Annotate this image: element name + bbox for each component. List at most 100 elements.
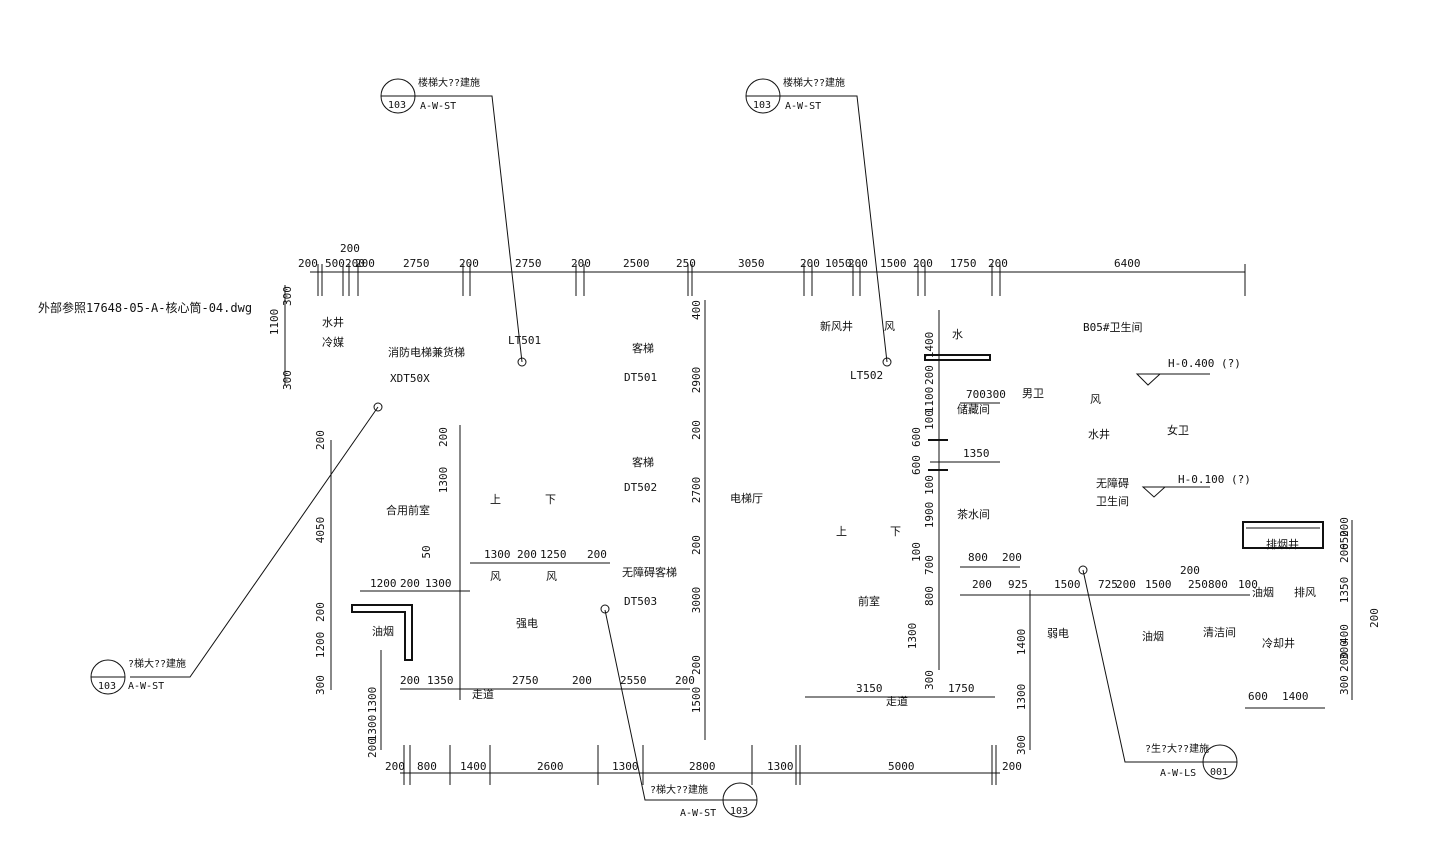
top-dim-16: 1750 xyxy=(950,257,977,270)
leader-line-3 xyxy=(130,406,379,678)
room-wind-2: 风 xyxy=(1090,393,1101,406)
vdim-v200b: 200 xyxy=(314,602,327,622)
top-dim-4: 2750 xyxy=(403,257,430,270)
bottom-dim-8: 200 xyxy=(1002,760,1022,773)
vdim-v200a: 200 xyxy=(314,430,327,450)
dim-hfr1400: 1400 xyxy=(1282,690,1309,703)
room-cleaning: 清洁间 xyxy=(1203,626,1236,639)
section-ref-2-title: 楼梯大??建施 xyxy=(783,76,845,89)
section-ref-1-num: 103 xyxy=(388,100,406,111)
bottom-dim-0: 200 xyxy=(385,760,405,773)
vdim-vr1400b: 1400 xyxy=(1015,629,1028,656)
room-accessible-toilet-1: 无障碍 xyxy=(1096,476,1129,490)
vdim-vr300b: 300 xyxy=(1015,735,1028,755)
section-ref-3-num: 103 xyxy=(98,681,116,692)
section-ref-5-sheet: A-W-LS xyxy=(1160,768,1196,779)
vdim-vfr400: 400 xyxy=(1338,624,1351,644)
stair-lt501: LT501 xyxy=(508,334,541,347)
room-storage: 储藏间 xyxy=(957,402,990,416)
section-ref-5-title: ?生?大??建施 xyxy=(1145,742,1209,755)
dim-h200b: 200 xyxy=(587,548,607,561)
section-ref-3-title: ?梯大??建施 xyxy=(128,657,186,670)
vdim-v200g: 200 xyxy=(366,738,379,758)
vdim-d_300a: 300 xyxy=(281,286,294,306)
dim-hr100: 100 xyxy=(1238,578,1258,591)
level-mark-1 xyxy=(1135,373,1162,386)
section-ref-4-title: ?梯大??建施 xyxy=(650,783,708,796)
vdim-d_1100a: 1100 xyxy=(268,309,281,336)
bottom-dim-4: 1300 xyxy=(612,760,639,773)
section-ref-2-sheet: A-W-ST xyxy=(785,101,821,112)
room-accessible-elevator: 无障碍客梯 xyxy=(622,565,677,579)
vdim-vfr200d: 200 xyxy=(1338,652,1351,672)
vdim-v1200: 1200 xyxy=(314,632,327,659)
section-ref-4: ?梯大??建施 A-W-ST 103 xyxy=(650,783,748,819)
section-ref-5: ?生?大??建施 A-W-LS 001 xyxy=(1145,742,1228,779)
vdim-vr1300: 1300 xyxy=(906,623,919,650)
vdim-vfr1350: 1350 xyxy=(1338,577,1351,604)
room-exhaust: 排风 xyxy=(1294,585,1316,599)
dim-hr800: 800 xyxy=(968,551,988,564)
room-water-1: 水 xyxy=(952,328,963,341)
dim-hr200c: 200 xyxy=(1116,578,1136,591)
room-tea-room: 茶水间 xyxy=(957,508,990,521)
bottom-dim-5: 2800 xyxy=(689,760,716,773)
vdim-vr200a: 200 xyxy=(923,365,936,385)
bottom-dim-6: 1300 xyxy=(767,760,794,773)
vdim-vfr200c: 200 xyxy=(1368,608,1381,628)
room-oil-smoke-r2: 油烟 xyxy=(1252,585,1274,599)
top-dim-18: 6400 xyxy=(1114,257,1141,270)
room-elevator-hall: 电梯厅 xyxy=(730,492,763,505)
vdim-v400: 400 xyxy=(690,300,703,320)
dim-h200c: 200 xyxy=(400,577,420,590)
room-passenger-elevator-1: 客梯 xyxy=(632,341,654,355)
bottom-dim-7: 5000 xyxy=(888,760,915,773)
top-dim-11: 200 xyxy=(800,257,820,270)
room-weak-electric: 弱电 xyxy=(1047,627,1069,640)
dim-h200f: 200 xyxy=(675,674,695,687)
room-accessible-toilet-2: 卫生间 xyxy=(1096,494,1129,508)
top-dim-1: 500 xyxy=(325,257,345,270)
room-strong-electric: 强电 xyxy=(516,617,538,630)
section-ref-4-num: 103 xyxy=(730,806,748,817)
bottom-dim-1: 800 xyxy=(417,760,437,773)
dim-h1300: 1300 xyxy=(484,548,511,561)
dim-hr200d: 200 xyxy=(1180,564,1200,577)
vdim-vr100c: 100 xyxy=(910,542,923,562)
section-ref-5-num: 001 xyxy=(1210,767,1228,778)
dim-h1200: 1200 xyxy=(370,577,397,590)
dim-h1300b: 1300 xyxy=(425,577,452,590)
vdim-vfr650: 650 xyxy=(1338,530,1351,550)
room-wind-3: 风 xyxy=(490,570,501,583)
vdim-v4050: 4050 xyxy=(314,517,327,544)
top-dim-0: 200 xyxy=(298,257,318,270)
room-wind-4: 风 xyxy=(546,570,557,583)
vdim-v1500: 1500 xyxy=(690,687,703,714)
vdim-v50: 50 xyxy=(420,545,433,558)
room-dt502: DT502 xyxy=(624,481,657,494)
room-male-toilet: 男卫 xyxy=(1022,387,1044,400)
room-smoke-shaft: 排烟井 xyxy=(1266,537,1299,551)
dim-h3150: 3150 xyxy=(856,682,883,695)
vdim-v1300a: 1300 xyxy=(437,467,450,494)
vdim-vr100b: 100 xyxy=(923,475,936,495)
bottom-dim-2: 1400 xyxy=(460,760,487,773)
room-cooling-shaft: 冷却井 xyxy=(1262,636,1295,650)
room-fire-elevator: 消防电梯兼货梯 xyxy=(388,345,465,359)
stair-lt502: LT502 xyxy=(850,369,883,382)
stair-up-1: 上 xyxy=(490,493,501,506)
leader-line-2 xyxy=(780,95,888,363)
room-oil-smoke-r1: 油烟 xyxy=(1142,629,1164,643)
vdim-vr300: 300 xyxy=(923,670,936,690)
room-wind-1: 风 xyxy=(884,320,895,333)
bottom-dim-3: 2600 xyxy=(537,760,564,773)
dim-h2750: 2750 xyxy=(512,674,539,687)
room-fire-elevator-id: XDT50X xyxy=(390,372,430,385)
dim-hr925: 925 xyxy=(1008,578,1028,591)
vdim-v200f: 200 xyxy=(437,427,450,447)
vdim-vr100a: 100 xyxy=(923,410,936,430)
leader-line-4 xyxy=(604,609,730,801)
room-dt501: DT501 xyxy=(624,371,657,384)
corridor-1: 走道 xyxy=(472,687,494,701)
dim-hr800b: 800 xyxy=(1208,578,1228,591)
